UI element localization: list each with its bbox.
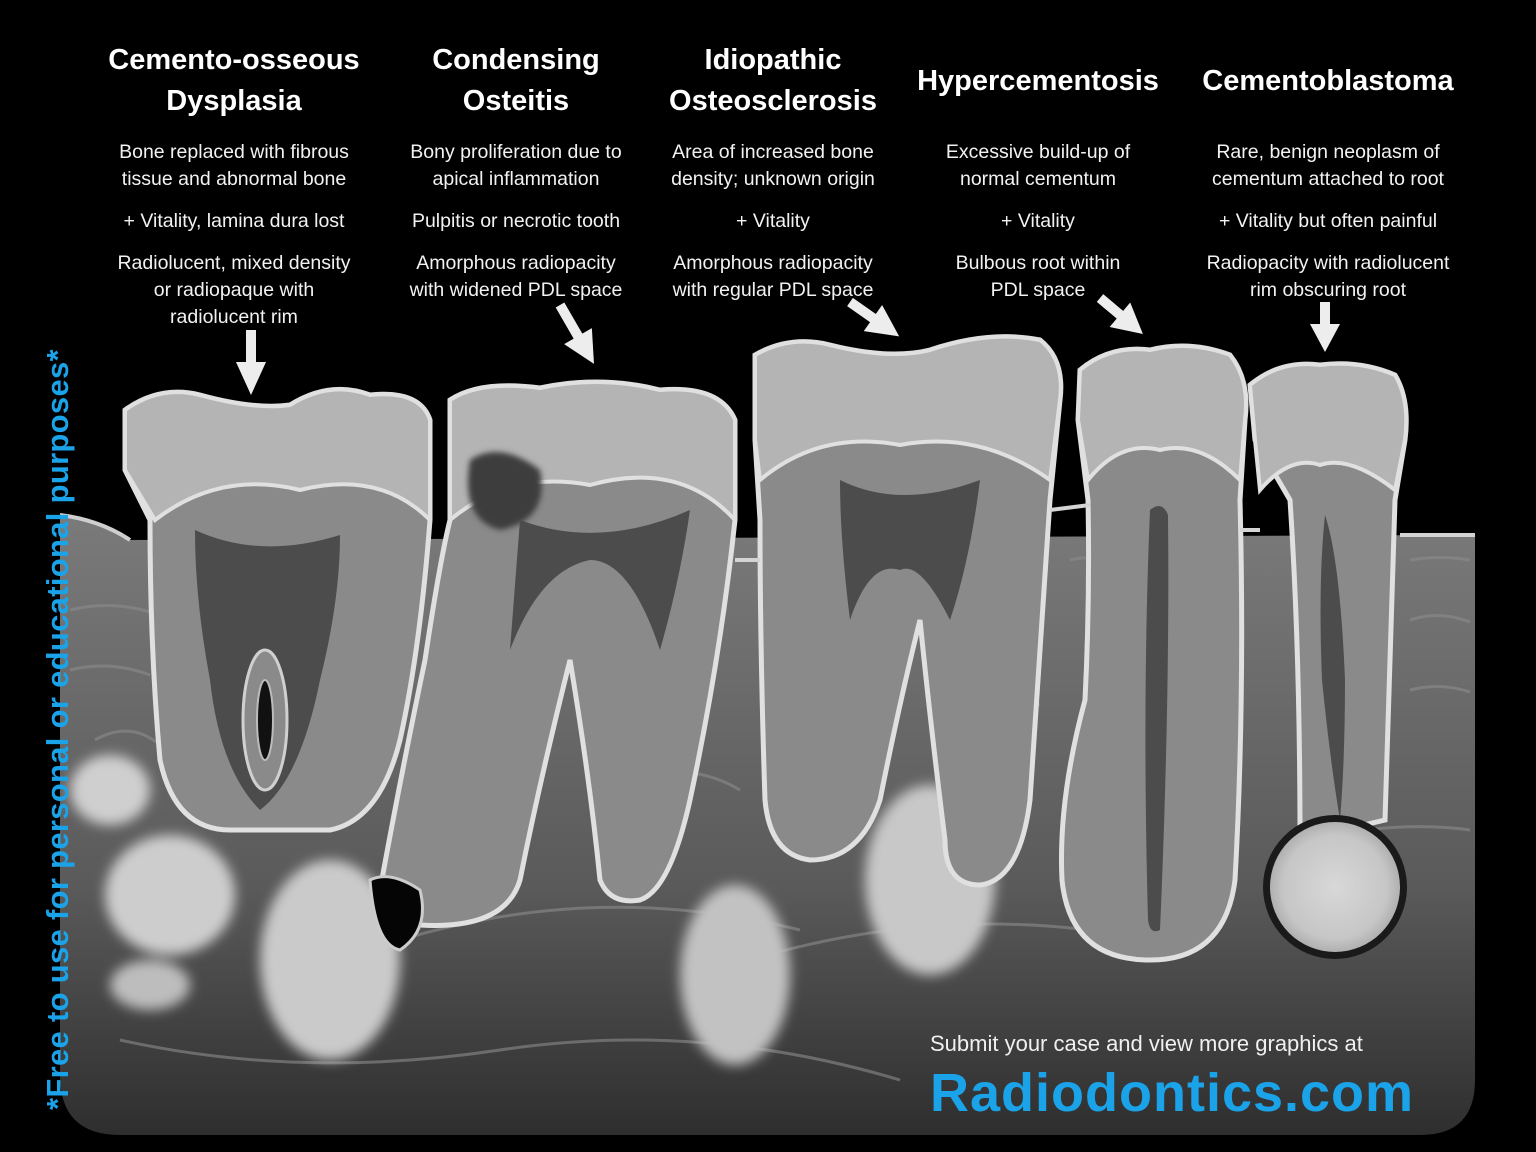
- radiographic-text: Radiopacity with radiolucent rim obscuri…: [1206, 252, 1450, 301]
- vitality-text: Pulpitis or necrotic tooth: [411, 210, 621, 232]
- arrow-down-right-icon: [847, 297, 900, 337]
- radiopaque-lesions: [70, 755, 995, 1065]
- radiographic-text: Radiolucent, mixed density or radiopaque…: [117, 252, 351, 328]
- definition-text: Excessive build-up of normal cementum: [945, 141, 1131, 190]
- vitality-text: + Vitality: [1001, 210, 1075, 232]
- alveolar-crest: [735, 503, 1475, 562]
- definition-text: Rare, benign neoplasm of cementum attach…: [1212, 141, 1444, 190]
- arrow-down-right-icon: [1096, 294, 1143, 334]
- vitality-text: + Vitality but often painful: [1218, 210, 1438, 232]
- tooth-molar-1: [122, 386, 433, 833]
- tooth-premolar-cementoblastoma: [1247, 361, 1409, 959]
- arrow-down-right-icon: [555, 302, 594, 364]
- tooth-premolar-hypercementosis: [1058, 343, 1249, 963]
- brand-link[interactable]: Radiodontics.com: [930, 1063, 1415, 1123]
- radiographic-text: Amorphous radiopacity with widened PDL s…: [409, 252, 623, 301]
- definition-text: Area of increased bone density; unknown …: [671, 141, 875, 190]
- column-title: Cementoblastoma: [1202, 64, 1454, 97]
- usage-note: *Free to use for personal or educational…: [40, 349, 75, 1110]
- tooth-molar-2: [368, 379, 738, 952]
- tooth-molar-3: [752, 334, 1064, 888]
- arrow-down-icon: [1310, 302, 1340, 352]
- definition-text: Bone replaced with fibrous tissue and ab…: [119, 141, 349, 190]
- arrows: [236, 294, 1340, 395]
- column-hypercementosis: Hypercementosis Excessive build-up of no…: [906, 36, 1170, 302]
- column-title: Hypercementosis: [917, 64, 1159, 97]
- arrow-down-icon: [236, 330, 266, 395]
- radiographic-text: Amorphous radiopacity with regular PDL s…: [672, 252, 874, 301]
- column-cementoblastoma: Cementoblastoma Rare, benign neoplasm of…: [1188, 36, 1468, 302]
- submit-case-text: Submit your case and view more graphics …: [930, 1031, 1363, 1056]
- radiographic-text: Bulbous root within PDL space: [955, 252, 1121, 301]
- vitality-text: + Vitality: [736, 210, 810, 232]
- definition-text: Bony proliferation due to apical inflamm…: [410, 141, 622, 190]
- vitality-text: + Vitality, lamina dura lost: [123, 210, 345, 232]
